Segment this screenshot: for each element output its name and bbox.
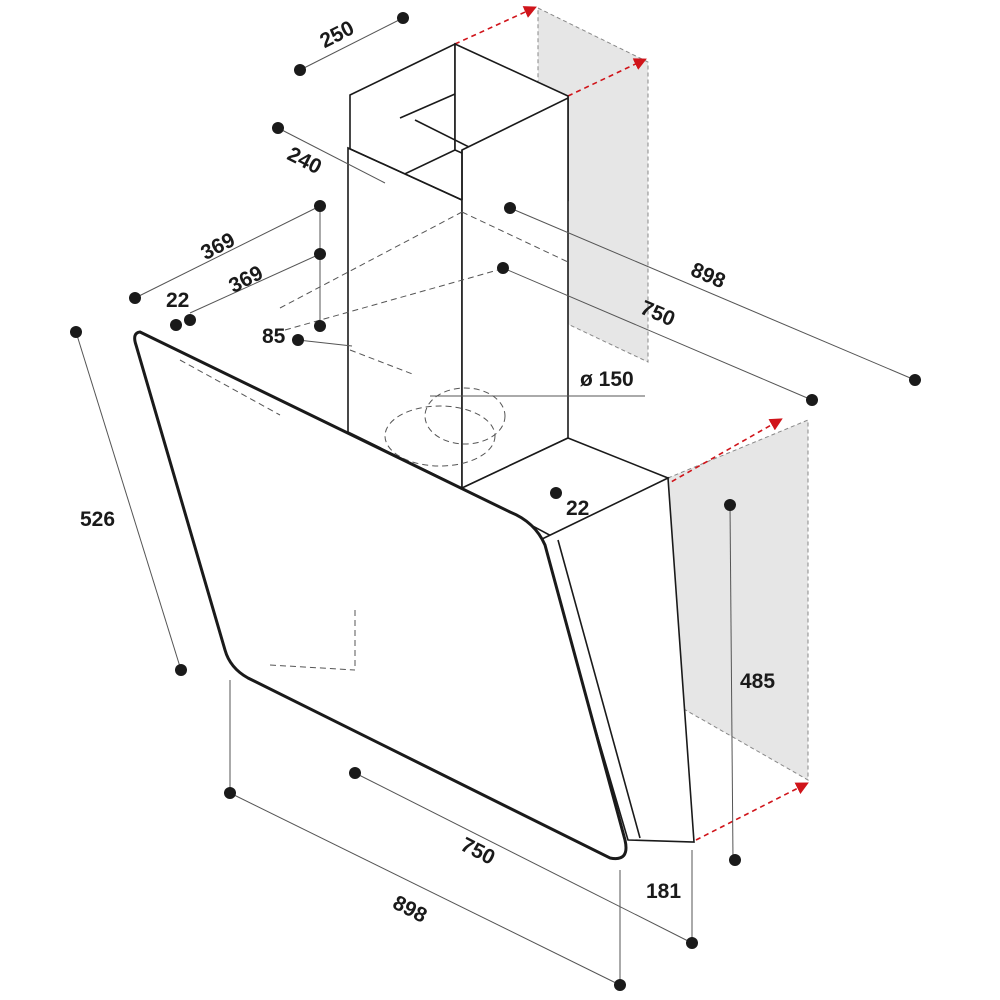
hidden-line-4 — [349, 349, 416, 376]
wall-arrow-bottom — [695, 782, 809, 841]
wall-arrow-top-1 — [454, 6, 537, 45]
label-hood-height: 526 — [80, 508, 115, 531]
label-chimney-depth: 240 — [284, 143, 326, 179]
chimney-inner-edge — [399, 93, 456, 119]
label-glass-edge: 22 — [166, 289, 189, 312]
label-overall-depth: 898 — [687, 258, 729, 293]
chimney-top-edge — [347, 147, 463, 201]
glass-hidden-3 — [269, 664, 356, 671]
label-bracket-offset-lower: 369 — [225, 261, 267, 297]
glass-hidden-1 — [179, 359, 281, 416]
hidden-line-3 — [284, 267, 506, 331]
dimension-dots — [70, 12, 921, 991]
label-bottom-overall-width: 898 — [389, 891, 431, 928]
side-panel-edge — [557, 539, 641, 839]
dimension-lines — [75, 17, 916, 986]
wall-arrow-mid — [663, 418, 783, 487]
hidden-line-1 — [279, 211, 463, 309]
label-chimney-width: 250 — [316, 17, 358, 53]
label-bottom-inner-width: 750 — [457, 833, 499, 869]
label-side-edge: 22 — [566, 497, 589, 520]
hidden-duct-outer — [384, 405, 496, 467]
label-bracket-inset: 85 — [262, 325, 286, 348]
label-bracket-offset-upper: 369 — [197, 228, 239, 264]
glass-front-panel — [133, 330, 628, 861]
label-duct-diameter: ø 150 — [580, 368, 634, 391]
wall-lower-section — [667, 419, 809, 781]
chimney-lower-side — [461, 96, 569, 490]
chimney-lower-front — [347, 146, 463, 490]
hidden-duct-ring — [424, 387, 506, 445]
label-bottom-depth: 181 — [646, 880, 681, 903]
label-side-height: 485 — [740, 670, 775, 693]
